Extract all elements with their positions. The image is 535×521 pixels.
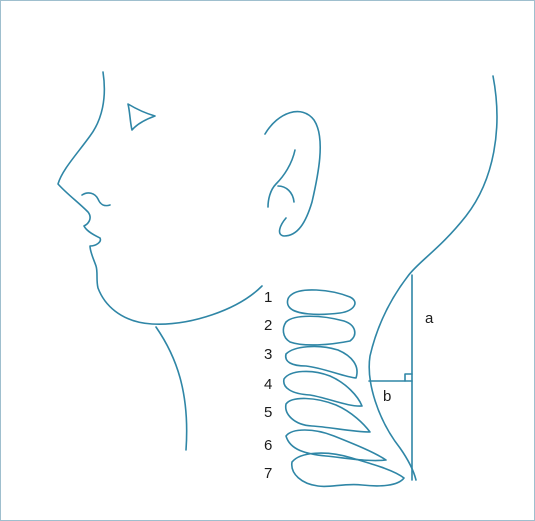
measure-label-a: a <box>425 310 434 327</box>
vertebra-label-4: 4 <box>264 376 272 393</box>
vertebra-c5 <box>286 398 370 432</box>
back-of-neck-line <box>369 76 497 480</box>
vertebra-label-5: 5 <box>264 404 272 421</box>
measure-label-b: b <box>383 388 391 405</box>
face-profile <box>58 72 262 324</box>
vertebra-label-7: 7 <box>264 465 272 482</box>
vertebra-label-2: 2 <box>264 317 272 334</box>
ear-inner <box>268 150 295 207</box>
vertebra-c1 <box>287 290 355 314</box>
vertebra-label-3: 3 <box>264 346 272 363</box>
nostril-line <box>82 193 110 206</box>
front-neck-line <box>156 327 187 450</box>
vertebra-label-6: 6 <box>264 437 272 454</box>
vertebra-label-1: 1 <box>264 289 272 306</box>
right-angle-marker <box>405 374 412 381</box>
vertebra-labels: 1 2 3 4 5 6 7 <box>264 289 272 482</box>
ear-outer <box>265 112 320 236</box>
vertebra-c2 <box>283 316 354 345</box>
eye <box>128 104 155 130</box>
lordosis-measurement <box>369 275 412 480</box>
